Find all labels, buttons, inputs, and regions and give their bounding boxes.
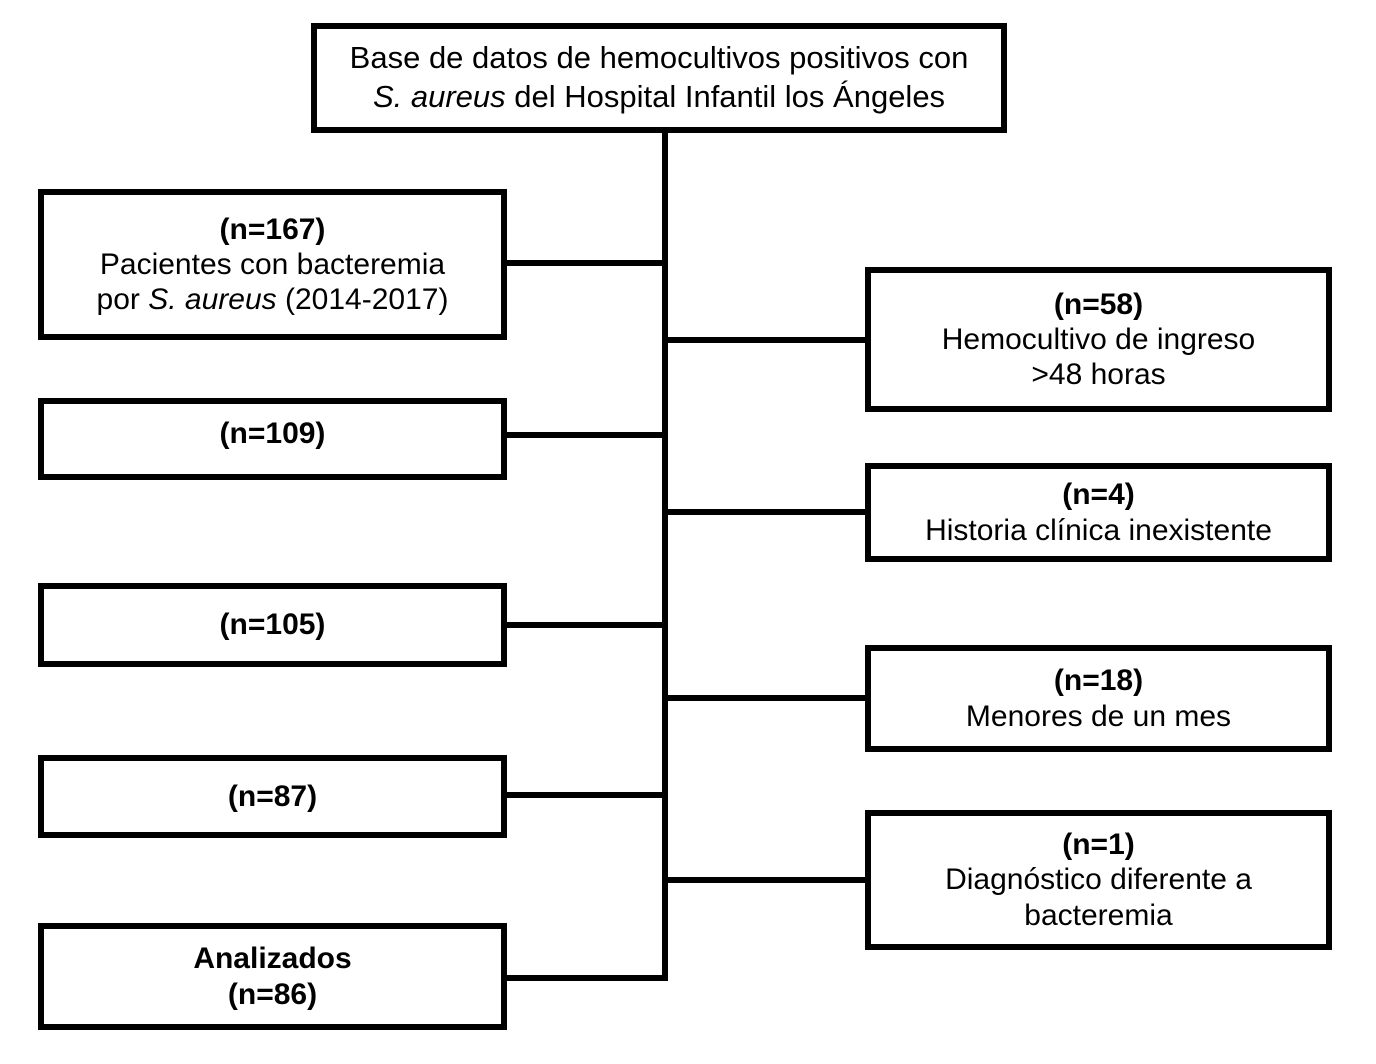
node-included-n167: (n=167) Pacientes con bacteremia por S. … xyxy=(38,189,507,340)
n58-line-1: Hemocultivo de ingreso xyxy=(941,322,1256,356)
n58-line-2: >48 horas xyxy=(1031,358,1166,392)
n58-count: (n=58) xyxy=(1053,287,1144,321)
n18-count: (n=18) xyxy=(1053,664,1144,698)
node-excluded-n4: (n=4) Historia clínica inexistente xyxy=(865,463,1332,562)
n1-line-2: bacteremia xyxy=(1024,898,1173,932)
n4-count: (n=4) xyxy=(1062,478,1135,512)
n1-count: (n=1) xyxy=(1062,828,1135,862)
n167-species-italic: S. aureus xyxy=(148,283,277,317)
connector-spine-to-n4 xyxy=(662,509,868,515)
node-included-n109: (n=109) xyxy=(38,398,507,480)
n167-line-2: por S. aureus (2014-2017) xyxy=(97,282,449,317)
n167-count: (n=167) xyxy=(219,212,326,246)
title-line-2: S. aureus del Hospital Infantil los Ánge… xyxy=(373,78,945,117)
title-species-italic: S. aureus xyxy=(372,79,506,114)
n4-line-1: Historia clínica inexistente xyxy=(925,513,1272,547)
n18-line-1: Menores de un mes xyxy=(965,699,1232,733)
n105-count: (n=105) xyxy=(219,608,326,642)
node-included-n87: (n=87) xyxy=(38,755,507,838)
node-included-n105: (n=105) xyxy=(38,583,507,667)
analizados-heading: Analizados xyxy=(193,942,352,976)
n109-count: (n=109) xyxy=(219,417,326,450)
connector-spine-to-n58 xyxy=(662,337,868,343)
analizados-count: (n=86) xyxy=(227,977,318,1011)
title-line-1: Base de datos de hemocultivos positivos … xyxy=(349,40,969,76)
connector-spine-to-n1 xyxy=(662,877,868,883)
node-excluded-n18: (n=18) Menores de un mes xyxy=(865,645,1332,752)
connector-spine-to-n18 xyxy=(662,695,868,701)
n1-line-1: Diagnóstico diferente a xyxy=(945,863,1252,897)
n87-count: (n=87) xyxy=(227,779,318,813)
connector-spine-to-n109 xyxy=(504,432,666,438)
title-line-2-rest: del Hospital Infantil los Ángeles xyxy=(505,79,946,114)
n167-line-2-rest: (2014-2017) xyxy=(276,283,449,317)
spine-vertical-connector xyxy=(662,133,668,981)
connector-spine-to-n87 xyxy=(504,792,666,798)
node-included-analizados: Analizados (n=86) xyxy=(38,923,507,1030)
connector-spine-to-n167 xyxy=(504,260,666,266)
connector-spine-to-analizados xyxy=(504,975,668,981)
node-database-title: Base de datos de hemocultivos positivos … xyxy=(311,23,1007,133)
n167-line-2-pre: por xyxy=(96,283,149,317)
node-excluded-n1: (n=1) Diagnóstico diferente a bacteremia xyxy=(865,810,1332,950)
connector-spine-to-n105 xyxy=(504,622,666,628)
node-excluded-n58: (n=58) Hemocultivo de ingreso >48 horas xyxy=(865,267,1332,412)
n167-line-1: Pacientes con bacteremia xyxy=(99,247,446,281)
